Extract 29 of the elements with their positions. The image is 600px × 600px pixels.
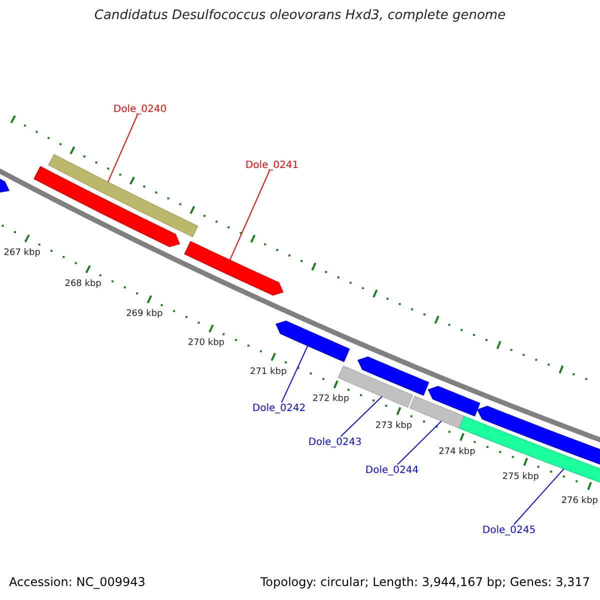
- gene-feature: [184, 240, 284, 296]
- scale-label: 271 kbp: [250, 366, 287, 377]
- title: Candidatus Desulfococcus oleovorans Hxd3, complete genome: [93, 8, 507, 23]
- gene-feature: [357, 356, 430, 396]
- gene-feature: [428, 386, 480, 417]
- gene-label: Dole_0240: [113, 104, 167, 114]
- gene-label: Dole_0241: [245, 160, 299, 170]
- scale-label: 275 kbp: [502, 472, 539, 482]
- scale-label: 276 kbp: [561, 496, 598, 506]
- leader-line: [229, 170, 270, 260]
- leader-line: [281, 345, 308, 403]
- scale-label: 268 kbp: [64, 279, 102, 290]
- gene-feature: [276, 320, 350, 362]
- scale-label: 272 kbp: [312, 394, 350, 404]
- gene-feature: [34, 166, 180, 248]
- leader-line: [397, 420, 442, 465]
- scale-label: 273 kbp: [375, 421, 412, 432]
- scale-label: 274 kbp: [438, 446, 476, 457]
- gene-feature: [48, 154, 198, 238]
- gene-label: Dole_0244: [365, 464, 419, 476]
- gene-label: Dole_0242: [252, 402, 306, 414]
- genome-info: Topology: circular; Length: 3,944,167 bp; Genes: 3,317: [260, 575, 590, 589]
- scale-label: 269 kbp: [126, 309, 163, 320]
- leader-line: [340, 396, 383, 437]
- scale-label: 267 kbp: [4, 248, 40, 258]
- scale-label: 270 kbp: [188, 338, 225, 348]
- gene-label: Dole_0243: [308, 436, 362, 448]
- gene-label: Dole_0245: [482, 524, 536, 536]
- accession-text: Accession: NC_009943: [9, 575, 146, 589]
